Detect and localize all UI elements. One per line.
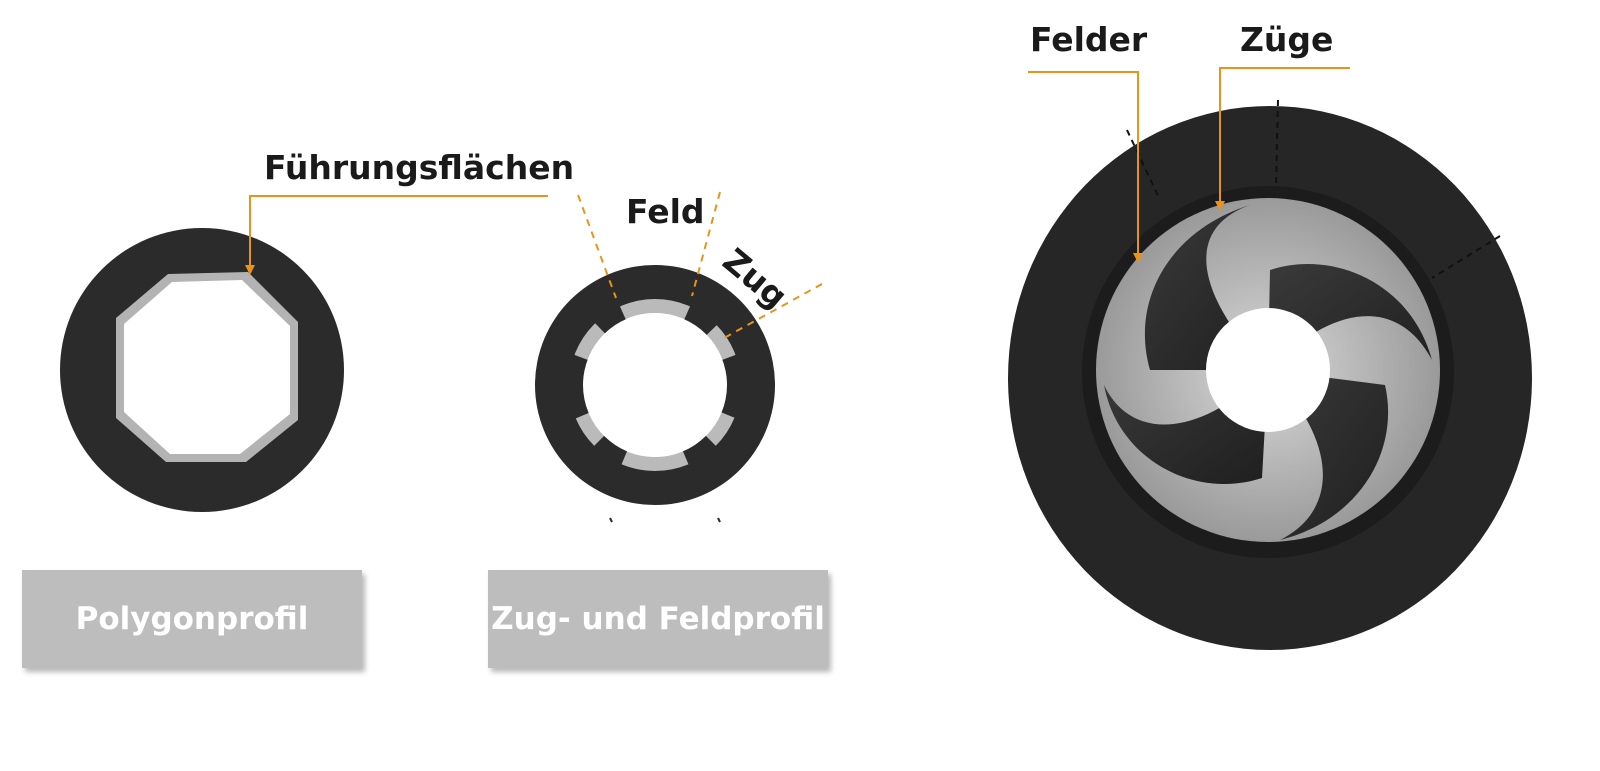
zug-feld-tick-left <box>609 517 613 523</box>
zug-feldprofil-caption: Zug- und Feldprofil <box>488 570 828 668</box>
zuege-label: Züge <box>1240 20 1334 59</box>
rifled-bore-ring <box>1008 99 1532 650</box>
zug-feldprofil-caption-text: Zug- und Feldprofil <box>491 601 825 637</box>
fuehrungsflaechen-label: Führungsflächen <box>264 148 575 187</box>
fuehrungsflaechen-leader-line <box>245 195 548 275</box>
felder-leader-line <box>1028 71 1143 263</box>
feld-dashed-line-right <box>691 191 721 297</box>
zug-feld-profile-ring <box>535 265 775 505</box>
polygon-profile-ring <box>60 228 344 512</box>
felder-label: Felder <box>1030 20 1148 59</box>
polygonprofil-caption: Polygonprofil <box>22 570 362 668</box>
zuege-leader-line <box>1215 67 1350 211</box>
polygonprofil-caption-text: Polygonprofil <box>75 601 309 637</box>
feld-label: Feld <box>626 192 705 231</box>
zug-feld-tick-right <box>717 517 721 523</box>
zug-dashed-line <box>723 283 823 339</box>
feld-dashed-line-left <box>577 194 617 299</box>
